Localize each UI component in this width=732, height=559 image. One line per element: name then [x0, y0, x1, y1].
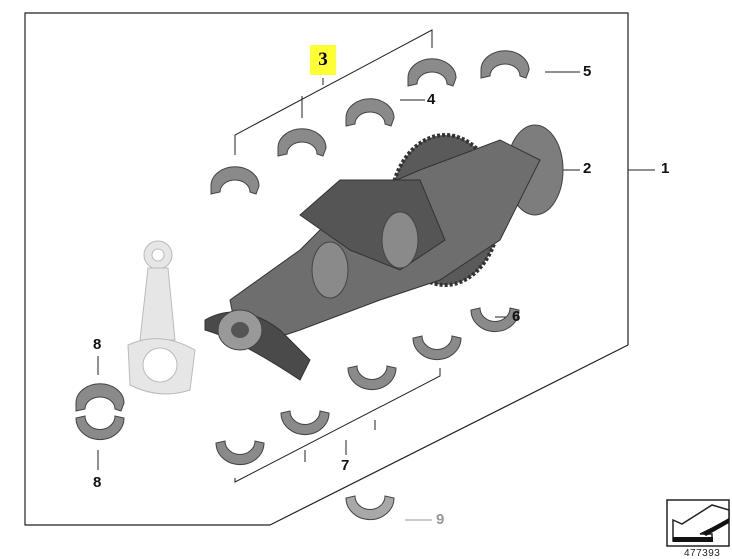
- rod-bearing-shell: [75, 383, 125, 412]
- callout-1[interactable]: 1: [661, 160, 670, 177]
- rod-bearing-shell: [75, 415, 125, 441]
- main-bearing-shell-upper: [480, 50, 530, 79]
- bracket-3: [234, 29, 433, 155]
- callout-7[interactable]: 7: [341, 457, 350, 474]
- main-bearing-shell-upper: [277, 128, 327, 157]
- main-bearing-shell-lower: [280, 410, 330, 436]
- frame-diagonal: [269, 344, 629, 526]
- callout-2[interactable]: 2: [583, 160, 592, 177]
- main-bearing-shell-lower: [470, 307, 520, 333]
- connecting-rod: [127, 240, 196, 395]
- callout-4[interactable]: 4: [427, 91, 436, 108]
- callout-5[interactable]: 5: [583, 63, 592, 80]
- crankshaft: [204, 124, 564, 381]
- main-bearing-shell-upper: [210, 166, 260, 195]
- main-bearing-shell-lower: [412, 335, 462, 361]
- callout-8-bottom[interactable]: 8: [93, 474, 102, 491]
- callout-6[interactable]: 6: [512, 308, 521, 325]
- main-bearing-shell-lower: [215, 440, 265, 466]
- assembly-frame: [24, 12, 629, 526]
- bracket-7: [234, 368, 441, 483]
- main-bearing-shell-lower: [347, 365, 397, 391]
- callout-9[interactable]: 9: [436, 511, 445, 528]
- main-bearing-shell-upper: [407, 58, 457, 87]
- thrust-bearing-shell: [345, 98, 395, 127]
- thrust-bearing-shell-lower: [345, 495, 395, 521]
- image-number: 477393: [684, 548, 721, 559]
- callout-3-highlighted[interactable]: 3: [310, 45, 336, 75]
- callout-8-top[interactable]: 8: [93, 336, 102, 353]
